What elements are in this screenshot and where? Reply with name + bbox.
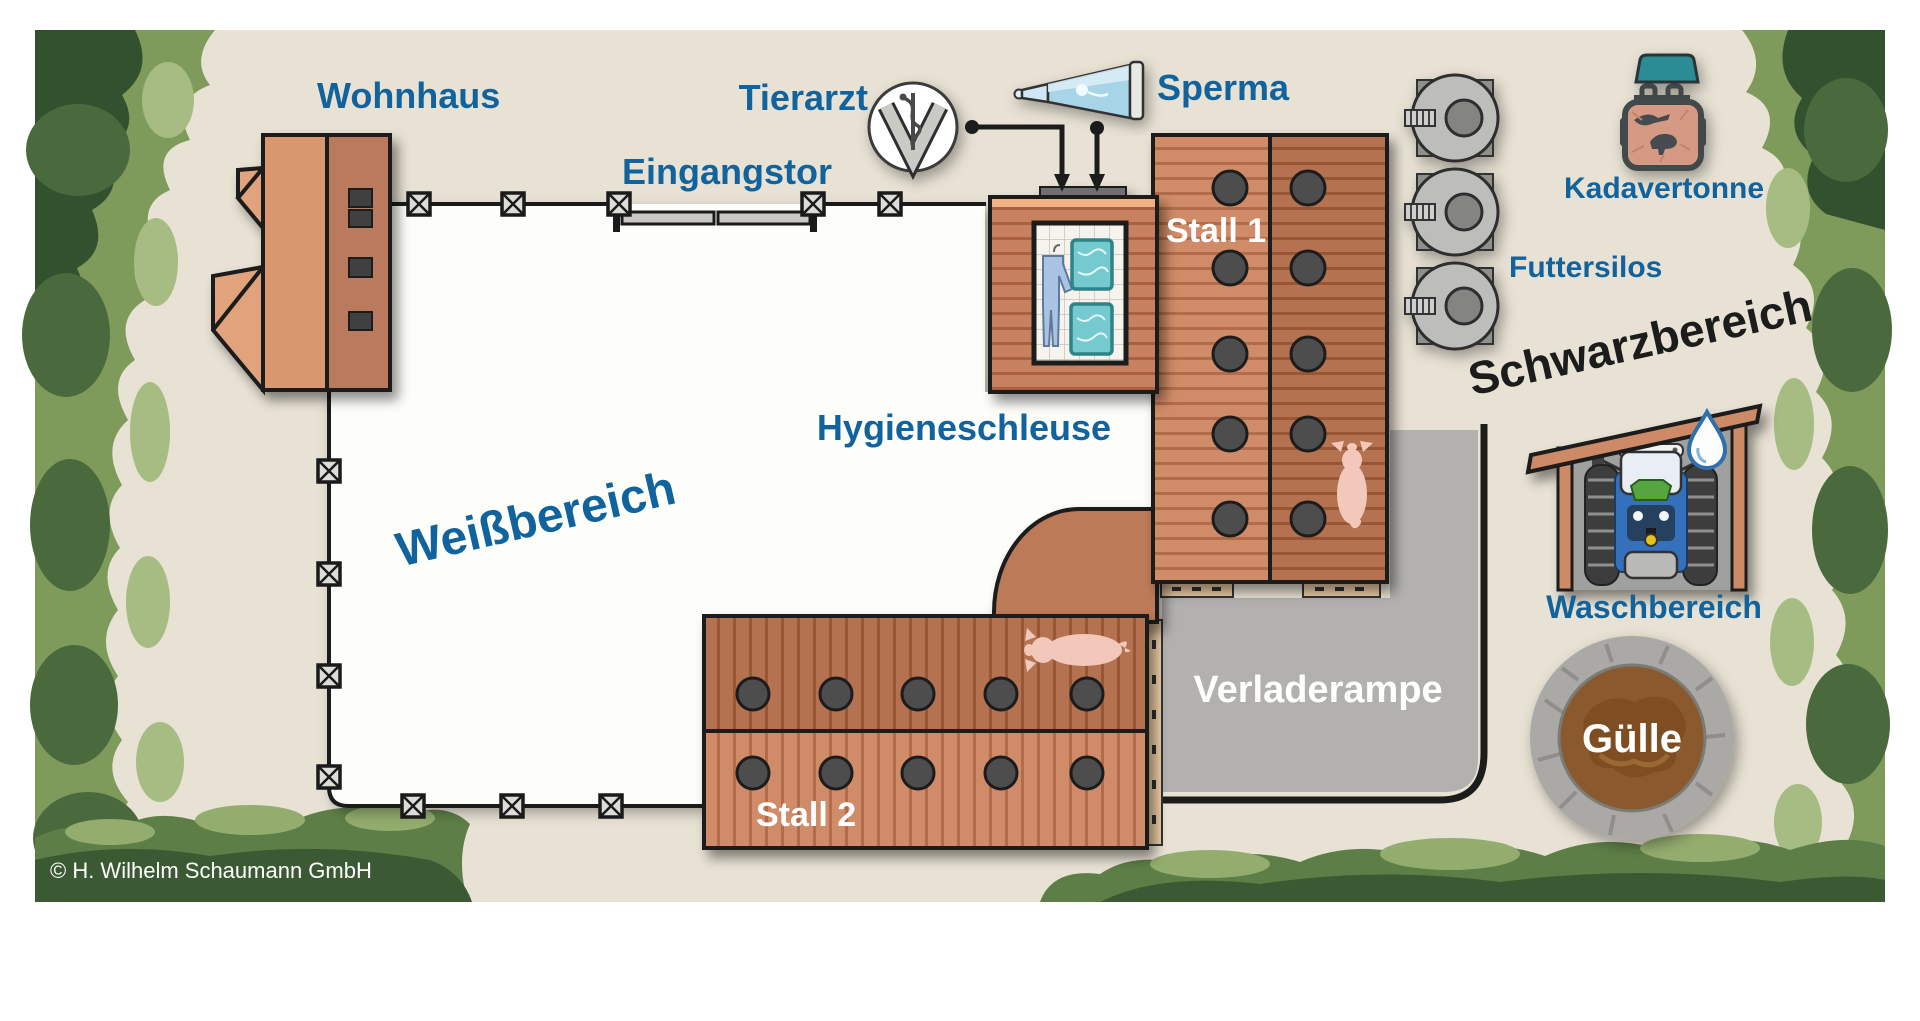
wash-basin-icon xyxy=(1069,238,1114,356)
kadavertonne-label: Kadavertonne xyxy=(1564,172,1764,205)
stall2-label: Stall 2 xyxy=(756,796,856,834)
wohnhaus-building xyxy=(211,133,392,396)
loading-docks xyxy=(1146,581,1381,846)
waschbereich-label: Waschbereich xyxy=(1546,589,1762,625)
white-zone-area xyxy=(329,204,1153,806)
eingangstor-label: Eingangstor xyxy=(622,151,832,192)
carcass-bin-icon xyxy=(1620,53,1706,171)
sperma-label: Sperma xyxy=(1157,67,1290,108)
road-edge-line xyxy=(1156,424,1488,804)
semen-tube-icon xyxy=(1013,60,1145,121)
futtersilos xyxy=(1403,73,1500,351)
verladerampe-label: Verladerampe xyxy=(1193,669,1442,711)
stall1-label: Stall 1 xyxy=(1166,212,1266,250)
tierarzt-label: Tierarzt xyxy=(739,77,868,118)
stall1-building xyxy=(1151,133,1389,584)
foliage xyxy=(22,30,1892,902)
verladerampe-area xyxy=(1156,424,1488,804)
pig-icon xyxy=(1024,628,1131,672)
stall2-building xyxy=(702,614,1149,850)
corridor-connector xyxy=(992,507,1159,624)
waschbereich-shed xyxy=(1525,403,1763,592)
eingangstor-gate xyxy=(613,206,817,232)
guelle-pit xyxy=(1530,636,1734,840)
pig-icon xyxy=(1331,441,1373,529)
water-drop-icon xyxy=(1686,407,1728,470)
hygieneschleuse-label: Hygieneschleuse xyxy=(817,407,1111,448)
supply-lines xyxy=(965,120,1105,192)
veterinary-v-staff-icon xyxy=(867,81,959,181)
guelle-label: Gülle xyxy=(1582,717,1682,761)
copyright-text: © H. Wilhelm Schaumann GmbH xyxy=(50,858,372,883)
wohnhaus-label: Wohnhaus xyxy=(317,75,500,116)
hygieneschleuse-building xyxy=(988,186,1159,394)
futtersilos-label: Futtersilos xyxy=(1509,251,1662,284)
hygiene-suit-icon xyxy=(1042,244,1074,347)
